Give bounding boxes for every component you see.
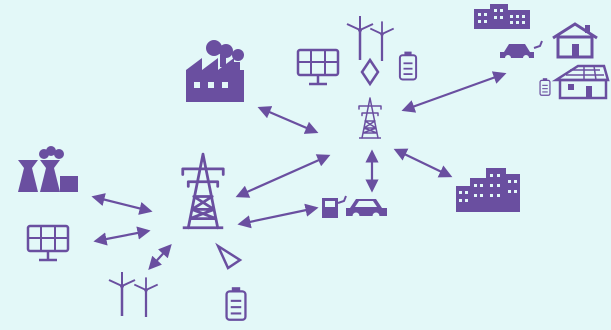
connection-arrow [93,226,151,246]
transmission-tower-icon [358,97,382,139]
house-icon [552,22,598,59]
solar-roof-house-icon [551,64,610,100]
office-buildings-icon [456,168,520,212]
connection-arrow [148,244,172,270]
solar-panel-icon [26,224,70,262]
electric-car-icon [500,40,543,61]
double-arrow-icon [360,57,380,87]
wind-turbine-icon [345,14,395,63]
double-arrow-icon [215,242,243,270]
battery-icon [398,50,418,81]
connection-arrow [237,203,319,229]
connection-arrow [401,71,507,113]
battery-icon [225,286,247,321]
cooling-tower-plant-icon [18,146,78,192]
connection-arrow [257,106,319,134]
factory-icon [186,40,244,102]
connection-arrows [91,71,507,270]
solar-panel-icon [296,48,340,86]
battery-icon [539,77,551,96]
office-buildings-icon [474,4,530,29]
transmission-tower-icon [181,152,225,230]
connection-arrow [393,148,453,178]
connection-arrow [235,154,331,198]
connection-arrow [91,193,153,215]
wind-turbine-icon [107,270,159,319]
ev-charging-station-icon [322,195,387,220]
